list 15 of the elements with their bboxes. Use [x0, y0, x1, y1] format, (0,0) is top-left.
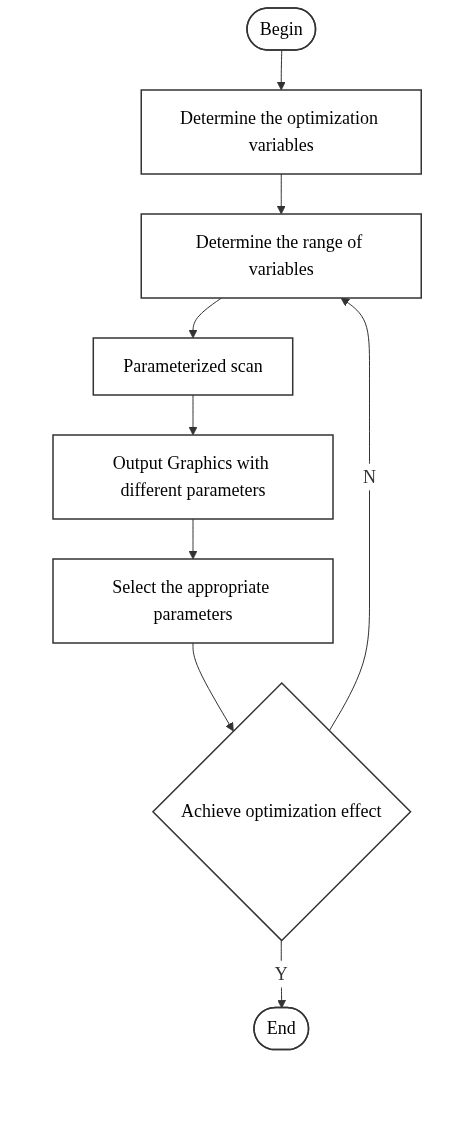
node-box: Parameterized scan: [92, 337, 294, 396]
node-box: Output Graphics with different parameters: [52, 434, 334, 520]
edge-label: N: [362, 466, 376, 487]
node-diamond: Achieve optimization effect: [151, 681, 412, 942]
arrow: [188, 518, 198, 560]
edge-label: Y: [274, 963, 288, 984]
arrow: [188, 394, 198, 436]
node-box: Determine the range of variables: [140, 213, 422, 299]
node-box: Determine the optimization variables: [140, 89, 422, 175]
node-box: Select the appropriate parameters: [52, 558, 334, 644]
arrow: [276, 50, 286, 91]
arrow: [276, 173, 286, 215]
arrow: [192, 642, 234, 732]
arrow: [188, 297, 222, 339]
arrow: [328, 297, 370, 732]
